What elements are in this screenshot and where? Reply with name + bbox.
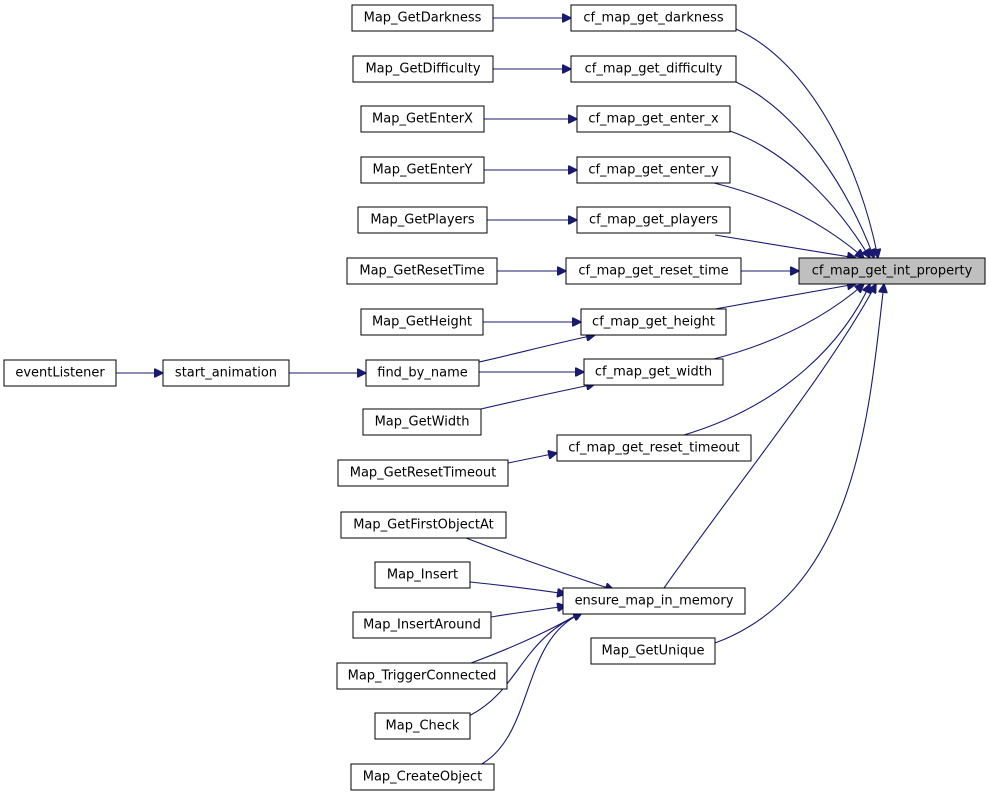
node-map-check[interactable]: Map_Check	[374, 712, 471, 740]
node-map-getheight[interactable]: Map_GetHeight	[360, 308, 484, 336]
node-map-getwidth[interactable]: Map_GetWidth	[362, 408, 482, 436]
node-map-insertaround[interactable]: Map_InsertAround	[352, 611, 492, 639]
node-label: ensure_map_in_memory	[575, 594, 734, 609]
edge-cf-map-get-enter-x-to-root	[729, 130, 870, 258]
node-label: find_by_name	[377, 366, 468, 381]
node-label: Map_GetUnique	[602, 644, 705, 659]
node-cf-map-get-int-property[interactable]: cf_map_get_int_property	[798, 257, 986, 285]
node-label: Map_Check	[386, 719, 460, 734]
node-label: cf_map_get_height	[592, 315, 715, 330]
node-map-getfirstobjectat[interactable]: Map_GetFirstObjectAt	[340, 511, 507, 539]
node-cf-map-get-players[interactable]: cf_map_get_players	[576, 206, 731, 234]
node-cf-map-get-height[interactable]: cf_map_get_height	[580, 308, 727, 336]
edge-map-getfirstobjectat-to-ensure-map-in-memory	[465, 537, 614, 590]
node-find-by-name[interactable]: find_by_name	[365, 359, 480, 387]
node-label: Map_GetHeight	[372, 315, 472, 330]
node-map-getunique[interactable]: Map_GetUnique	[590, 637, 716, 665]
node-map-createobject[interactable]: Map_CreateObject	[350, 763, 495, 791]
node-label: Map_GetDarkness	[364, 11, 482, 26]
node-label: Map_CreateObject	[363, 770, 482, 785]
node-eventlistener[interactable]: eventListener	[3, 359, 117, 387]
node-map-getresettime[interactable]: Map_GetResetTime	[346, 257, 498, 285]
node-label: Map_GetFirstObjectAt	[353, 518, 494, 533]
node-label: cf_map_get_difficulty	[585, 62, 723, 77]
node-map-triggerconnected[interactable]: Map_TriggerConnected	[336, 662, 508, 690]
edge-cf-map-get-enter-y-to-root	[713, 182, 864, 258]
node-label: Map_Insert	[387, 568, 458, 583]
node-label: cf_map_get_reset_timeout	[568, 441, 740, 456]
edge-cf-map-get-difficulty-to-root	[735, 81, 874, 258]
node-label: Map_TriggerConnected	[348, 669, 497, 684]
edge-find-by-name-to-cf-map-get-height	[478, 335, 595, 363]
edge-cf-map-get-width-to-root	[713, 284, 864, 360]
node-cf-map-get-darkness[interactable]: cf_map_get_darkness	[570, 4, 737, 32]
node-cf-map-get-difficulty[interactable]: cf_map_get_difficulty	[570, 55, 737, 83]
edge-map-getunique-to-root	[714, 284, 884, 644]
node-ensure-map-in-memory[interactable]: ensure_map_in_memory	[562, 587, 746, 615]
node-map-getplayers[interactable]: Map_GetPlayers	[357, 206, 488, 234]
edge-cf-map-get-players-to-root	[714, 234, 856, 258]
node-map-insert[interactable]: Map_Insert	[374, 561, 471, 589]
node-label: cf_map_get_width	[595, 365, 712, 380]
nodes: cf_map_get_int_property cf_map_get_darkn…	[3, 4, 986, 791]
node-label: Map_InsertAround	[363, 618, 481, 633]
edge-cf-map-get-reset-timeout-to-root	[683, 284, 870, 436]
node-label: Map_GetResetTime	[359, 264, 484, 279]
node-label: cf_map_get_reset_time	[578, 264, 728, 279]
node-map-getdarkness[interactable]: Map_GetDarkness	[351, 4, 494, 32]
node-label: cf_map_get_darkness	[583, 11, 724, 26]
node-cf-map-get-enter-y[interactable]: cf_map_get_enter_y	[576, 156, 731, 184]
node-label: start_animation	[175, 366, 277, 381]
node-label: cf_map_get_enter_y	[588, 163, 719, 178]
edge-ensure-map-in-memory-to-root	[663, 284, 876, 589]
node-label: Map_GetEnterY	[373, 163, 473, 178]
edge-map-check-to-ensure-map-in-memory	[468, 613, 582, 717]
node-label: cf_map_get_enter_x	[588, 112, 719, 127]
node-label: cf_map_get_players	[589, 213, 718, 228]
node-map-getresettimeout[interactable]: Map_GetResetTimeout	[337, 459, 509, 487]
node-cf-map-get-reset-timeout[interactable]: cf_map_get_reset_timeout	[556, 434, 752, 462]
node-map-getdifficulty[interactable]: Map_GetDifficulty	[352, 55, 494, 83]
node-label: eventListener	[15, 366, 105, 381]
node-cf-map-get-reset-time[interactable]: cf_map_get_reset_time	[565, 257, 742, 285]
node-start-animation[interactable]: start_animation	[162, 359, 290, 387]
edge-map-insertaround-to-ensure-map-in-memory	[490, 606, 566, 618]
node-cf-map-get-enter-x[interactable]: cf_map_get_enter_x	[576, 105, 731, 133]
node-label: Map_GetWidth	[375, 415, 470, 430]
edge-map-getresettimeout-to-cf-map-get-reset-timeout	[507, 453, 557, 464]
node-label: Map_GetEnterX	[372, 112, 473, 127]
node-cf-map-get-width[interactable]: cf_map_get_width	[583, 358, 724, 386]
edge-map-insert-to-ensure-map-in-memory	[469, 581, 566, 594]
edge-map-createobject-to-ensure-map-in-memory	[479, 613, 582, 766]
edges	[116, 18, 884, 766]
node-label: cf_map_get_int_property	[812, 264, 973, 279]
node-label: Map_GetPlayers	[370, 213, 475, 228]
node-label: Map_GetResetTimeout	[350, 466, 497, 481]
edge-cf-map-get-height-to-root	[714, 284, 856, 310]
node-map-getenterx[interactable]: Map_GetEnterX	[360, 105, 485, 133]
edge-cf-map-get-darkness-to-root	[735, 28, 878, 258]
edge-map-getwidth-to-cf-map-get-width	[480, 384, 595, 410]
node-map-getentery[interactable]: Map_GetEnterY	[360, 156, 485, 184]
node-label: Map_GetDifficulty	[365, 62, 480, 77]
